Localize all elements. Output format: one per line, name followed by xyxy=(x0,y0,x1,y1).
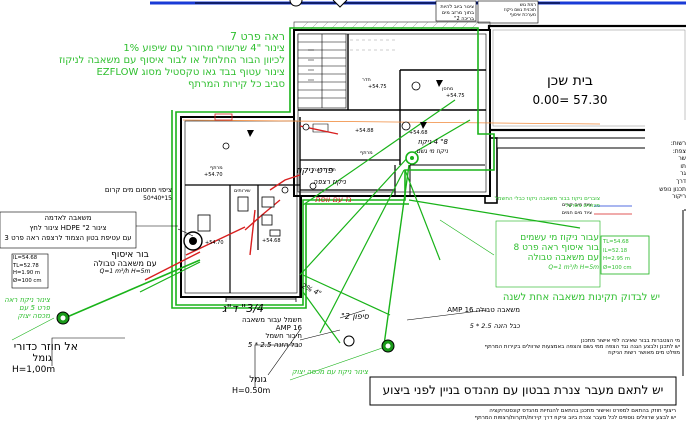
siphon-label: סיפון 2" xyxy=(341,312,369,321)
right-column-labels: רשות: צפת: שר תו גר דרך תכנון נופש ריקור xyxy=(659,140,686,201)
fixtures xyxy=(197,81,421,237)
green-left-note: צינור ניקוז ראה פרט 5 עם מכסה יצוק xyxy=(4,296,50,320)
manhole-left xyxy=(56,311,70,325)
level-box-right xyxy=(600,235,650,275)
green-note-line3: צינור עטוף בבד גאו טקסטיל מסוג EZFLOW xyxy=(96,67,285,78)
room-level-3: +54.68 xyxy=(409,130,428,136)
rain-drain-label: ניקוז מי גשם xyxy=(416,148,448,155)
green-note-title: ראה פרט 7 xyxy=(230,30,285,43)
gomel-height: H=1,00m xyxy=(12,365,56,375)
leaders xyxy=(51,225,488,388)
room-level-1: +54.75 xyxy=(368,84,387,90)
pump-power-label: חשמל עבור משאבה 16 AMP חיבור חשמל xyxy=(241,316,302,340)
bathroom-label: ניקוז רצפה xyxy=(313,178,346,186)
bottom-notes: ריצוף חוזק בהתאם למפרט ואישור מתכנן בהתא… xyxy=(474,408,676,421)
neighbor-title: בית שכן xyxy=(546,73,593,89)
feed-cable-right: כבל הזנה 2.5 * 5 xyxy=(469,322,520,330)
left-level-values: IL=54.68 TL=52.78 H=1.90 m Ø=100 cm xyxy=(13,255,42,284)
siphon-marker xyxy=(343,335,355,347)
green-right-note: עבור ניקוז מי עשמים בור איסוף ראה פרט 8 … xyxy=(513,233,599,271)
floor-hatch xyxy=(350,39,395,51)
gomel-bottom-label: גומל xyxy=(249,375,267,385)
pipe-diameter-label: 3/4" ד"ג xyxy=(222,302,264,315)
pump-pit xyxy=(183,231,203,251)
room-name-5: חדר רחצה xyxy=(313,167,336,173)
slab-note-dim: 50*40*15 xyxy=(143,195,172,202)
check-valve-label: אל חוזר כדורי xyxy=(13,340,78,353)
pump-note-text: משאבה לאדמה צינור HDPE "2 צינור לחץ עם ע… xyxy=(4,214,132,242)
legend-cold-water: ציוד מים קרים xyxy=(562,202,592,208)
neighbor-level: 0.00= 57.30 xyxy=(532,93,608,107)
room-name-6: שירותים xyxy=(234,188,251,194)
gully-right xyxy=(405,151,419,165)
manhole-bottom xyxy=(381,339,395,353)
room-name-2: מחסן xyxy=(442,86,454,92)
middle-notes: מי הצטברות בבור שאיבה לפי אישור מתכנן יש… xyxy=(484,338,680,357)
feed-cable-label: כבל הזנה 2.5 * 5 xyxy=(247,341,302,349)
top-pipe-note: צינור ביוב להיות בתוך מרזב מים בריכה 2" xyxy=(440,4,474,22)
room-level-5: +54.70 xyxy=(204,172,223,178)
room-name-3: מרתף xyxy=(210,165,223,171)
room-level-7: +54.68 xyxy=(262,238,281,244)
stairs-label: פרט ניקוז xyxy=(296,166,333,176)
legend-lines xyxy=(594,205,632,215)
right-level-values: TL=54.68 IL=52.18 H=2.95 m Ø=100 cm xyxy=(603,239,632,271)
room-name-1: חדר xyxy=(362,77,371,83)
green-bottom-note: צינור ניקוז עם מכסה יצוק xyxy=(291,368,369,376)
gas-label: גז עם ווסת xyxy=(314,195,352,204)
green-note-line4: סביב כל קירות המרתף xyxy=(187,79,285,90)
green-note-line1: צינור "4 שרשורי מחורר עם שיפוע 1% xyxy=(123,43,285,54)
green-right-small: צוברים ניקוז בבור משאבה ניקוז כבלי החשמל… xyxy=(494,196,600,209)
pump-power-right: משאבה טבולה 16 AMP xyxy=(447,306,520,314)
bottom-note-box xyxy=(369,376,677,406)
perimeter-drain-pipe xyxy=(59,27,581,346)
pump-note-box xyxy=(0,211,137,249)
pump-check-note: יש לבדוק תקינות משאבה אחת לשנה xyxy=(502,292,660,303)
legend-hot-water: ציוד מים חמים xyxy=(561,210,592,216)
coordination-note: יש לתאם מעבר צנרת בבטון עם מהנדס בניין ל… xyxy=(382,383,664,397)
pipe-right-label: 8" 4 ניקוז xyxy=(417,138,448,146)
room-level-4: +54.88 xyxy=(355,128,374,134)
room-level-6: +54.70 xyxy=(205,240,224,246)
dimension-lines xyxy=(225,296,297,302)
section-marker xyxy=(289,0,303,7)
stairs xyxy=(297,33,347,109)
gomel-bottom-height: H=0.50m xyxy=(232,386,271,395)
pump-pit-spec: Q=1 m³/h H=5m xyxy=(99,268,151,275)
level-box-left xyxy=(11,253,49,289)
top-small-notes: רמת גוש תוכנית גשם ניקוז מערכת איסוף xyxy=(503,3,536,18)
room-name-4: מרתף xyxy=(360,150,373,156)
gomel-label: גומל xyxy=(32,353,52,364)
pump-pit-title: בור איסוף xyxy=(111,250,149,260)
slab-note: ציפוי מחסום מים קרום xyxy=(104,186,172,194)
pump-pit-sub: עם משאבה טבולה xyxy=(93,259,157,268)
note-box-top xyxy=(435,0,477,22)
room-level-2: +54.75 xyxy=(446,93,465,99)
green-note-line2: לכיוון הבור החלחול או לבור איסוף עם משאב… xyxy=(59,55,285,66)
